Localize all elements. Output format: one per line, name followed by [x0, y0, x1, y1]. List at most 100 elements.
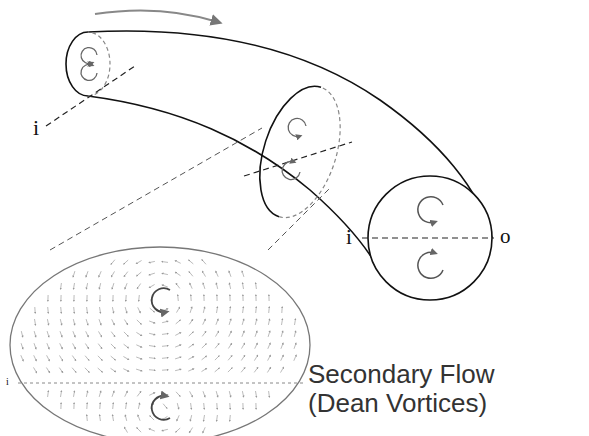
velocity-arrow [99, 271, 101, 277]
velocity-arrow [281, 367, 284, 372]
velocity-arrow [124, 272, 128, 277]
velocity-arrow [123, 357, 128, 360]
velocity-arrow [189, 260, 194, 264]
velocity-arrow [216, 295, 217, 301]
velocity-arrow [60, 331, 62, 337]
velocity-arrow [112, 403, 114, 409]
velocity-arrow [34, 355, 37, 360]
velocity-arrow [229, 403, 230, 409]
velocity-arrow [203, 403, 205, 409]
velocity-arrow [162, 393, 168, 395]
velocity-arrow [47, 319, 48, 325]
velocity-arrow [217, 307, 218, 313]
velocity-arrow [98, 356, 102, 360]
vortex-arrow [418, 197, 443, 223]
velocity-arrow [281, 355, 284, 360]
symmetry-line [244, 142, 352, 176]
velocity-arrow [47, 307, 49, 313]
velocity-arrow [149, 333, 155, 334]
velocity-arrow [34, 307, 35, 313]
cross-section [279, 87, 355, 227]
velocity-arrow [73, 295, 74, 301]
velocity-arrow [203, 391, 205, 397]
velocity-arrow [138, 415, 140, 421]
velocity-arrow [47, 391, 49, 397]
velocity-arrow [149, 261, 155, 262]
velocity-arrow [255, 343, 258, 348]
velocity-arrow [149, 369, 155, 371]
velocity-arrow [203, 319, 206, 324]
velocity-arrow [189, 344, 194, 347]
velocity-arrow [228, 368, 232, 372]
velocity-arrow [255, 283, 257, 289]
velocity-arrow [228, 344, 231, 349]
figure-label: Secondary Flow (Dean Vortices) [308, 360, 533, 417]
cross-section [88, 32, 110, 96]
velocity-arrow [241, 368, 245, 373]
velocity-arrow [86, 319, 88, 325]
velocity-arrow [241, 356, 244, 361]
velocity-arrow [112, 271, 115, 276]
velocity-arrow [162, 261, 168, 263]
velocity-arrow [202, 332, 206, 337]
velocity-arrow [21, 343, 23, 349]
velocity-arrow [73, 271, 75, 277]
velocity-arrow [294, 331, 295, 337]
symmetry-line [18, 383, 306, 384]
velocity-arrow [60, 307, 62, 313]
velocity-arrow [111, 344, 115, 348]
velocity-arrow [203, 427, 205, 432]
velocity-arrow [73, 319, 74, 325]
velocity-arrow [60, 283, 62, 289]
velocity-arrow [176, 320, 181, 324]
section-label: i [346, 226, 352, 249]
velocity-arrow [125, 307, 127, 313]
velocity-arrow [112, 319, 115, 324]
vortex-arrow [81, 48, 97, 64]
velocity-arrow [136, 369, 142, 371]
velocity-arrow [162, 309, 167, 312]
velocity-arrow [216, 403, 217, 409]
velocity-arrow [229, 415, 231, 421]
velocity-arrow [99, 283, 100, 289]
velocity-arrow [60, 295, 61, 301]
velocity-arrow [268, 391, 270, 397]
velocity-arrow [112, 391, 114, 397]
velocity-arrow [242, 295, 243, 301]
velocity-arrow [136, 357, 142, 359]
velocity-arrow [85, 344, 88, 349]
velocity-arrow [124, 260, 128, 264]
pipe-wall [88, 96, 372, 258]
velocity-arrow [202, 368, 207, 371]
velocity-arrow [204, 415, 205, 421]
velocity-arrow [229, 319, 231, 325]
velocity-arrow [268, 331, 270, 337]
velocity-arrow [149, 321, 155, 323]
velocity-arrow [177, 403, 178, 409]
velocity-arrow [111, 356, 116, 360]
velocity-arrow [124, 320, 127, 325]
velocity-arrow [255, 307, 257, 313]
velocity-arrow [162, 369, 168, 370]
velocity-arrow [137, 392, 141, 397]
velocity-arrow [74, 391, 75, 397]
velocity-arrow [99, 295, 100, 301]
vortex-arrow [288, 118, 306, 136]
velocity-arrow [85, 368, 89, 372]
velocity-arrow [138, 295, 140, 301]
velocity-arrow [162, 273, 168, 274]
velocity-arrow [47, 295, 48, 301]
velocity-arrow [138, 307, 141, 312]
flow-arrow [95, 10, 218, 22]
velocity-arrow [215, 356, 219, 360]
cross-section [245, 76, 321, 216]
velocity-arrow [150, 416, 154, 420]
projection-line [268, 188, 330, 250]
vortex-arrow [418, 252, 443, 278]
velocity-arrow [162, 357, 168, 359]
velocity-arrow [202, 260, 206, 265]
velocity-arrow [149, 285, 154, 288]
velocity-arrow [86, 283, 87, 289]
velocity-arrow [60, 319, 61, 325]
